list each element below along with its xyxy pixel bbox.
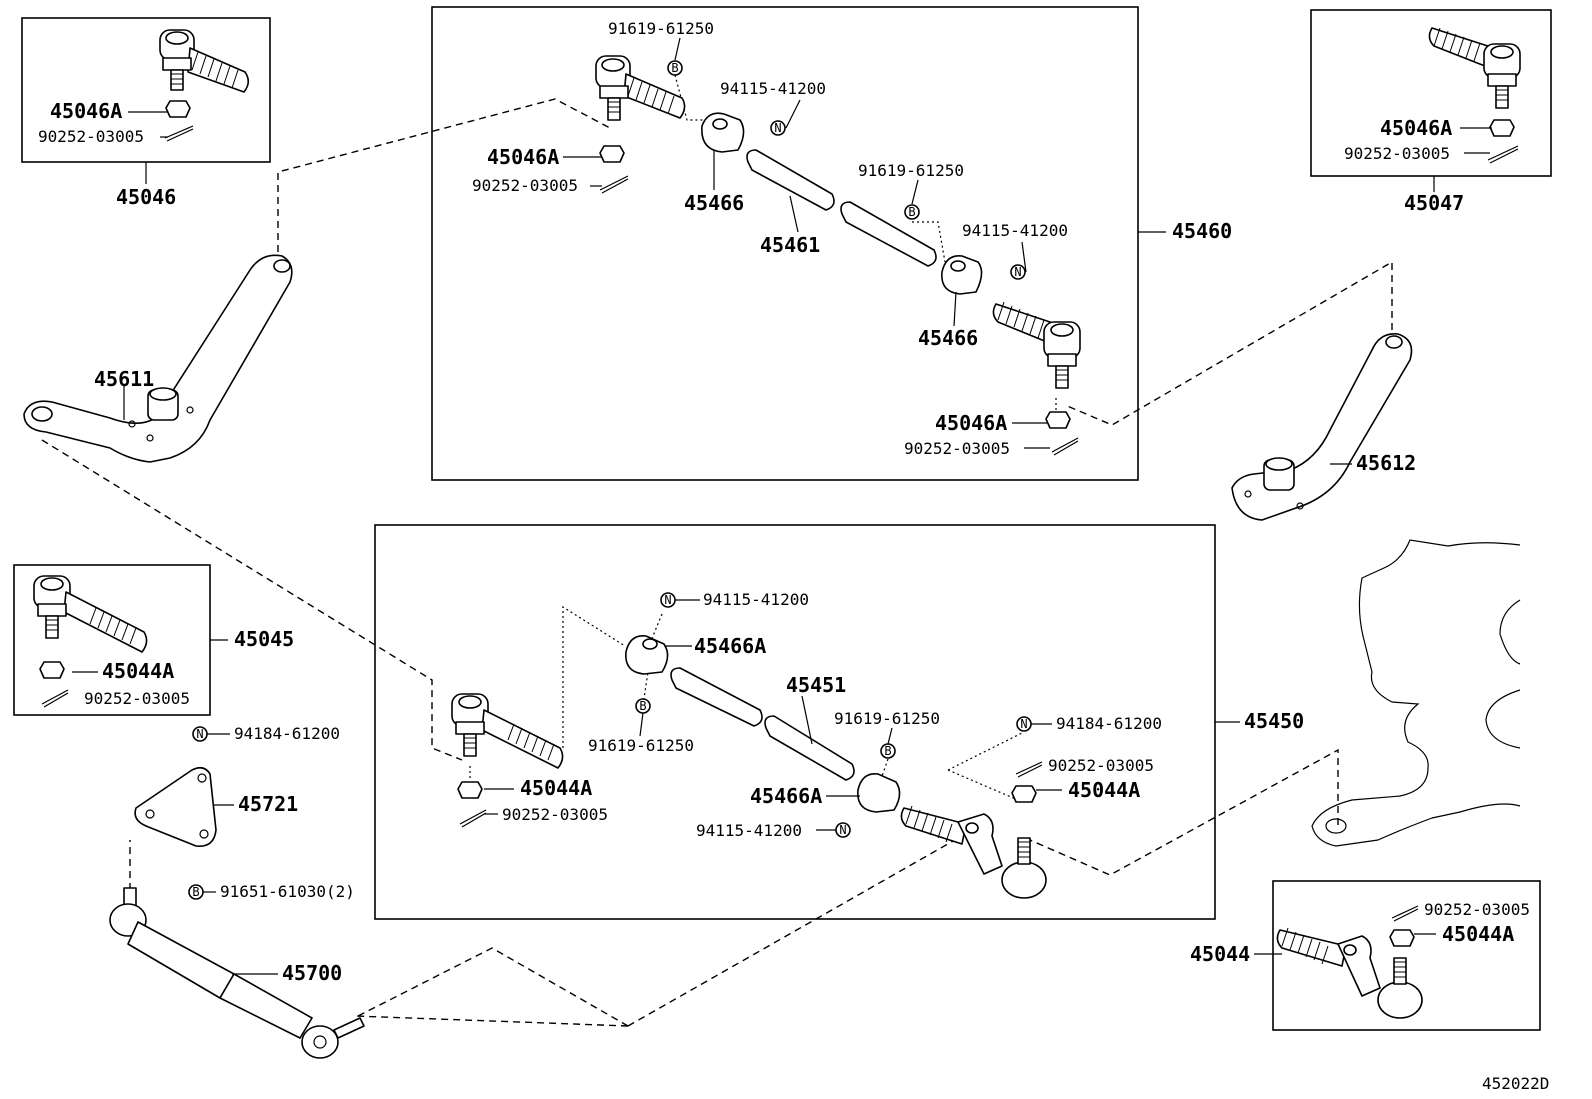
nut-marker: N — [1014, 265, 1021, 279]
label-45044A-box: 45044A — [102, 659, 174, 683]
label-90252-top-left: 90252-03005 — [38, 127, 144, 146]
label-94115-d: 94115-41200 — [696, 821, 802, 840]
label-90252-mid: 90252-03005 — [472, 176, 578, 195]
bolt-marker: B — [192, 885, 199, 899]
tie-rod-end-45046 — [159, 29, 250, 142]
leader-lines — [72, 37, 1492, 975]
label-45046A-top-right: 45046A — [1380, 116, 1452, 140]
label-45466-b: 45466 — [918, 326, 978, 350]
tie-rod-end-45045 — [33, 575, 148, 708]
label-90252-lower-right: 90252-03005 — [1048, 756, 1154, 775]
label-90252-box: 90252-03005 — [84, 689, 190, 708]
label-45045: 45045 — [234, 627, 294, 651]
nut-marker: N — [664, 593, 671, 607]
label-91619-c: 91619-61250 — [588, 736, 694, 755]
label-90252-right: 90252-03005 — [904, 439, 1010, 458]
nut-marker: N — [839, 823, 846, 837]
label-94115-c: 94115-41200 — [703, 590, 809, 609]
label-45044A-lower: 45044A — [520, 776, 592, 800]
label-45450: 45450 — [1244, 709, 1304, 733]
label-94184-left: 94184-61200 — [234, 724, 340, 743]
bolt-marker: B — [884, 744, 891, 758]
tie-rod-assembly-45450 — [451, 592, 1047, 899]
label-45721: 45721 — [238, 792, 298, 816]
label-91619-b: 91619-61250 — [858, 161, 964, 180]
label-94115-b: 94115-41200 — [962, 221, 1068, 240]
label-45611: 45611 — [94, 367, 154, 391]
tie-rod-end-45044 — [1276, 905, 1423, 1019]
part-labels: 45046A 90252-03005 45046 91619-61250 941… — [38, 19, 1549, 1093]
box-45460 — [431, 6, 1139, 481]
tie-rod-end-45047 — [1428, 27, 1521, 164]
steering-damper-45700 — [109, 887, 365, 1059]
label-91651: 91651-61030(2) — [220, 882, 355, 901]
label-45612: 45612 — [1356, 451, 1416, 475]
marker-letters: B N B N N B N B B N N — [192, 61, 1027, 899]
label-91619-a: 91619-61250 — [608, 19, 714, 38]
label-45466-a: 45466 — [684, 191, 744, 215]
steering-knuckle-outline — [1311, 539, 1521, 847]
label-94184-right: 94184-61200 — [1056, 714, 1162, 733]
bolt-marker: B — [908, 205, 915, 219]
label-45466A-b: 45466A — [750, 784, 822, 808]
label-45046A-right: 45046A — [935, 411, 1007, 435]
label-90252-lower: 90252-03005 — [502, 805, 608, 824]
tie-rod-assembly-45460 — [595, 55, 1081, 456]
label-45044: 45044 — [1190, 942, 1250, 966]
bolt-marker: B — [671, 61, 678, 75]
bolt-marker: B — [639, 699, 646, 713]
label-94115-a: 94115-41200 — [720, 79, 826, 98]
label-45044A-br: 45044A — [1442, 922, 1514, 946]
label-91619-d: 91619-61250 — [834, 709, 940, 728]
idler-arm-45612 — [1231, 333, 1413, 521]
box-45047 — [1310, 9, 1552, 177]
nut-marker: N — [196, 727, 203, 741]
nut-marker: N — [774, 121, 781, 135]
bracket-45721 — [134, 726, 217, 900]
label-45700: 45700 — [282, 961, 342, 985]
diagram-code: 452022D — [1482, 1074, 1549, 1093]
label-45461: 45461 — [760, 233, 820, 257]
label-45047: 45047 — [1404, 191, 1464, 215]
label-45046A-top-left: 45046A — [50, 99, 122, 123]
label-45451: 45451 — [786, 673, 846, 697]
nut-marker: N — [1020, 717, 1027, 731]
label-45046: 45046 — [116, 185, 176, 209]
label-90252-br: 90252-03005 — [1424, 900, 1530, 919]
idler-arm-45611 — [23, 254, 293, 463]
label-45466A-a: 45466A — [694, 634, 766, 658]
label-45460: 45460 — [1172, 219, 1232, 243]
label-45046A-mid: 45046A — [487, 145, 559, 169]
box-45044 — [1272, 880, 1541, 1031]
label-45044A-lower-right: 45044A — [1068, 778, 1140, 802]
label-90252-top-right: 90252-03005 — [1344, 144, 1450, 163]
